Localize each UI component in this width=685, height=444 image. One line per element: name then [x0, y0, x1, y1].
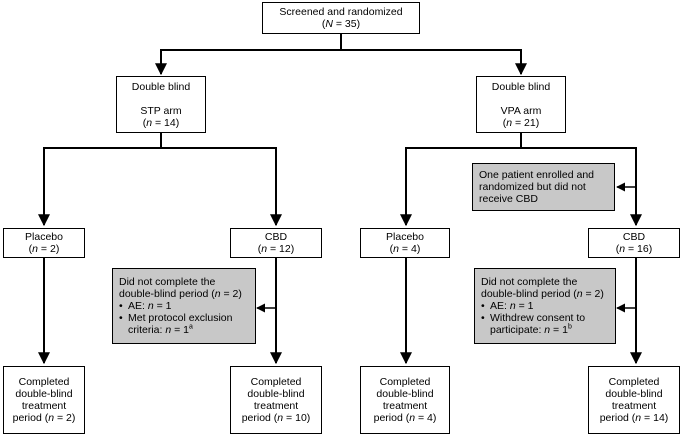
stp-discontinued-reasons: AE: n = 1 Met protocol exclusioncriteria…	[119, 300, 232, 336]
screened-label: Screened and randomized	[279, 6, 403, 18]
placebo-stp-box: Placebo (n = 2)	[3, 228, 85, 258]
completed-placebo-vpa-box: Completed double-blind treatment period …	[360, 366, 450, 434]
vpa-discontinued-reasons: AE: n = 1 Withdrew consent toparticipate…	[481, 300, 585, 336]
placebo-vpa-box: Placebo (n = 4)	[360, 228, 450, 258]
vpa-discontinued-box: Did not complete the double-blind period…	[474, 268, 616, 344]
n-total-var: N	[325, 18, 333, 30]
vpa-arm-box: Double blind VPA arm (n = 21)	[476, 76, 566, 133]
completed-cbd-stp-box: Completed double-blind treatment period …	[230, 366, 322, 434]
connector-stp-split	[38, 133, 162, 227]
stp-discontinued-box: Did not complete the double-blind period…	[112, 268, 256, 344]
connector-stp-right	[161, 147, 282, 227]
stp-arm-label: STP arm	[140, 104, 182, 117]
connector-vpa-split	[400, 133, 522, 227]
connector-top-split	[155, 34, 342, 76]
cbd-stp-box: CBD (n = 12)	[230, 228, 322, 258]
connector-vpa-right	[521, 147, 642, 227]
screened-randomized-box: Screened and randomized (N = 35)	[262, 2, 420, 34]
completed-placebo-stp-box: Completed double-blind treatment period …	[3, 366, 85, 434]
completed-cbd-vpa-box: Completed double-blind treatment period …	[588, 366, 680, 434]
connector-top-right	[341, 49, 527, 76]
stp-arm-box: Double blind STP arm (n = 14)	[116, 76, 206, 133]
vpa-arm-label: VPA arm	[500, 104, 542, 117]
cbd-vpa-box: CBD (n = 16)	[588, 228, 680, 258]
vpa-not-treated-note: One patient enrolled and randomized but …	[472, 163, 615, 211]
n-total-value: = 35)	[332, 18, 361, 30]
list-item: AE: n = 1	[119, 300, 232, 312]
list-item: AE: n = 1	[481, 300, 585, 312]
